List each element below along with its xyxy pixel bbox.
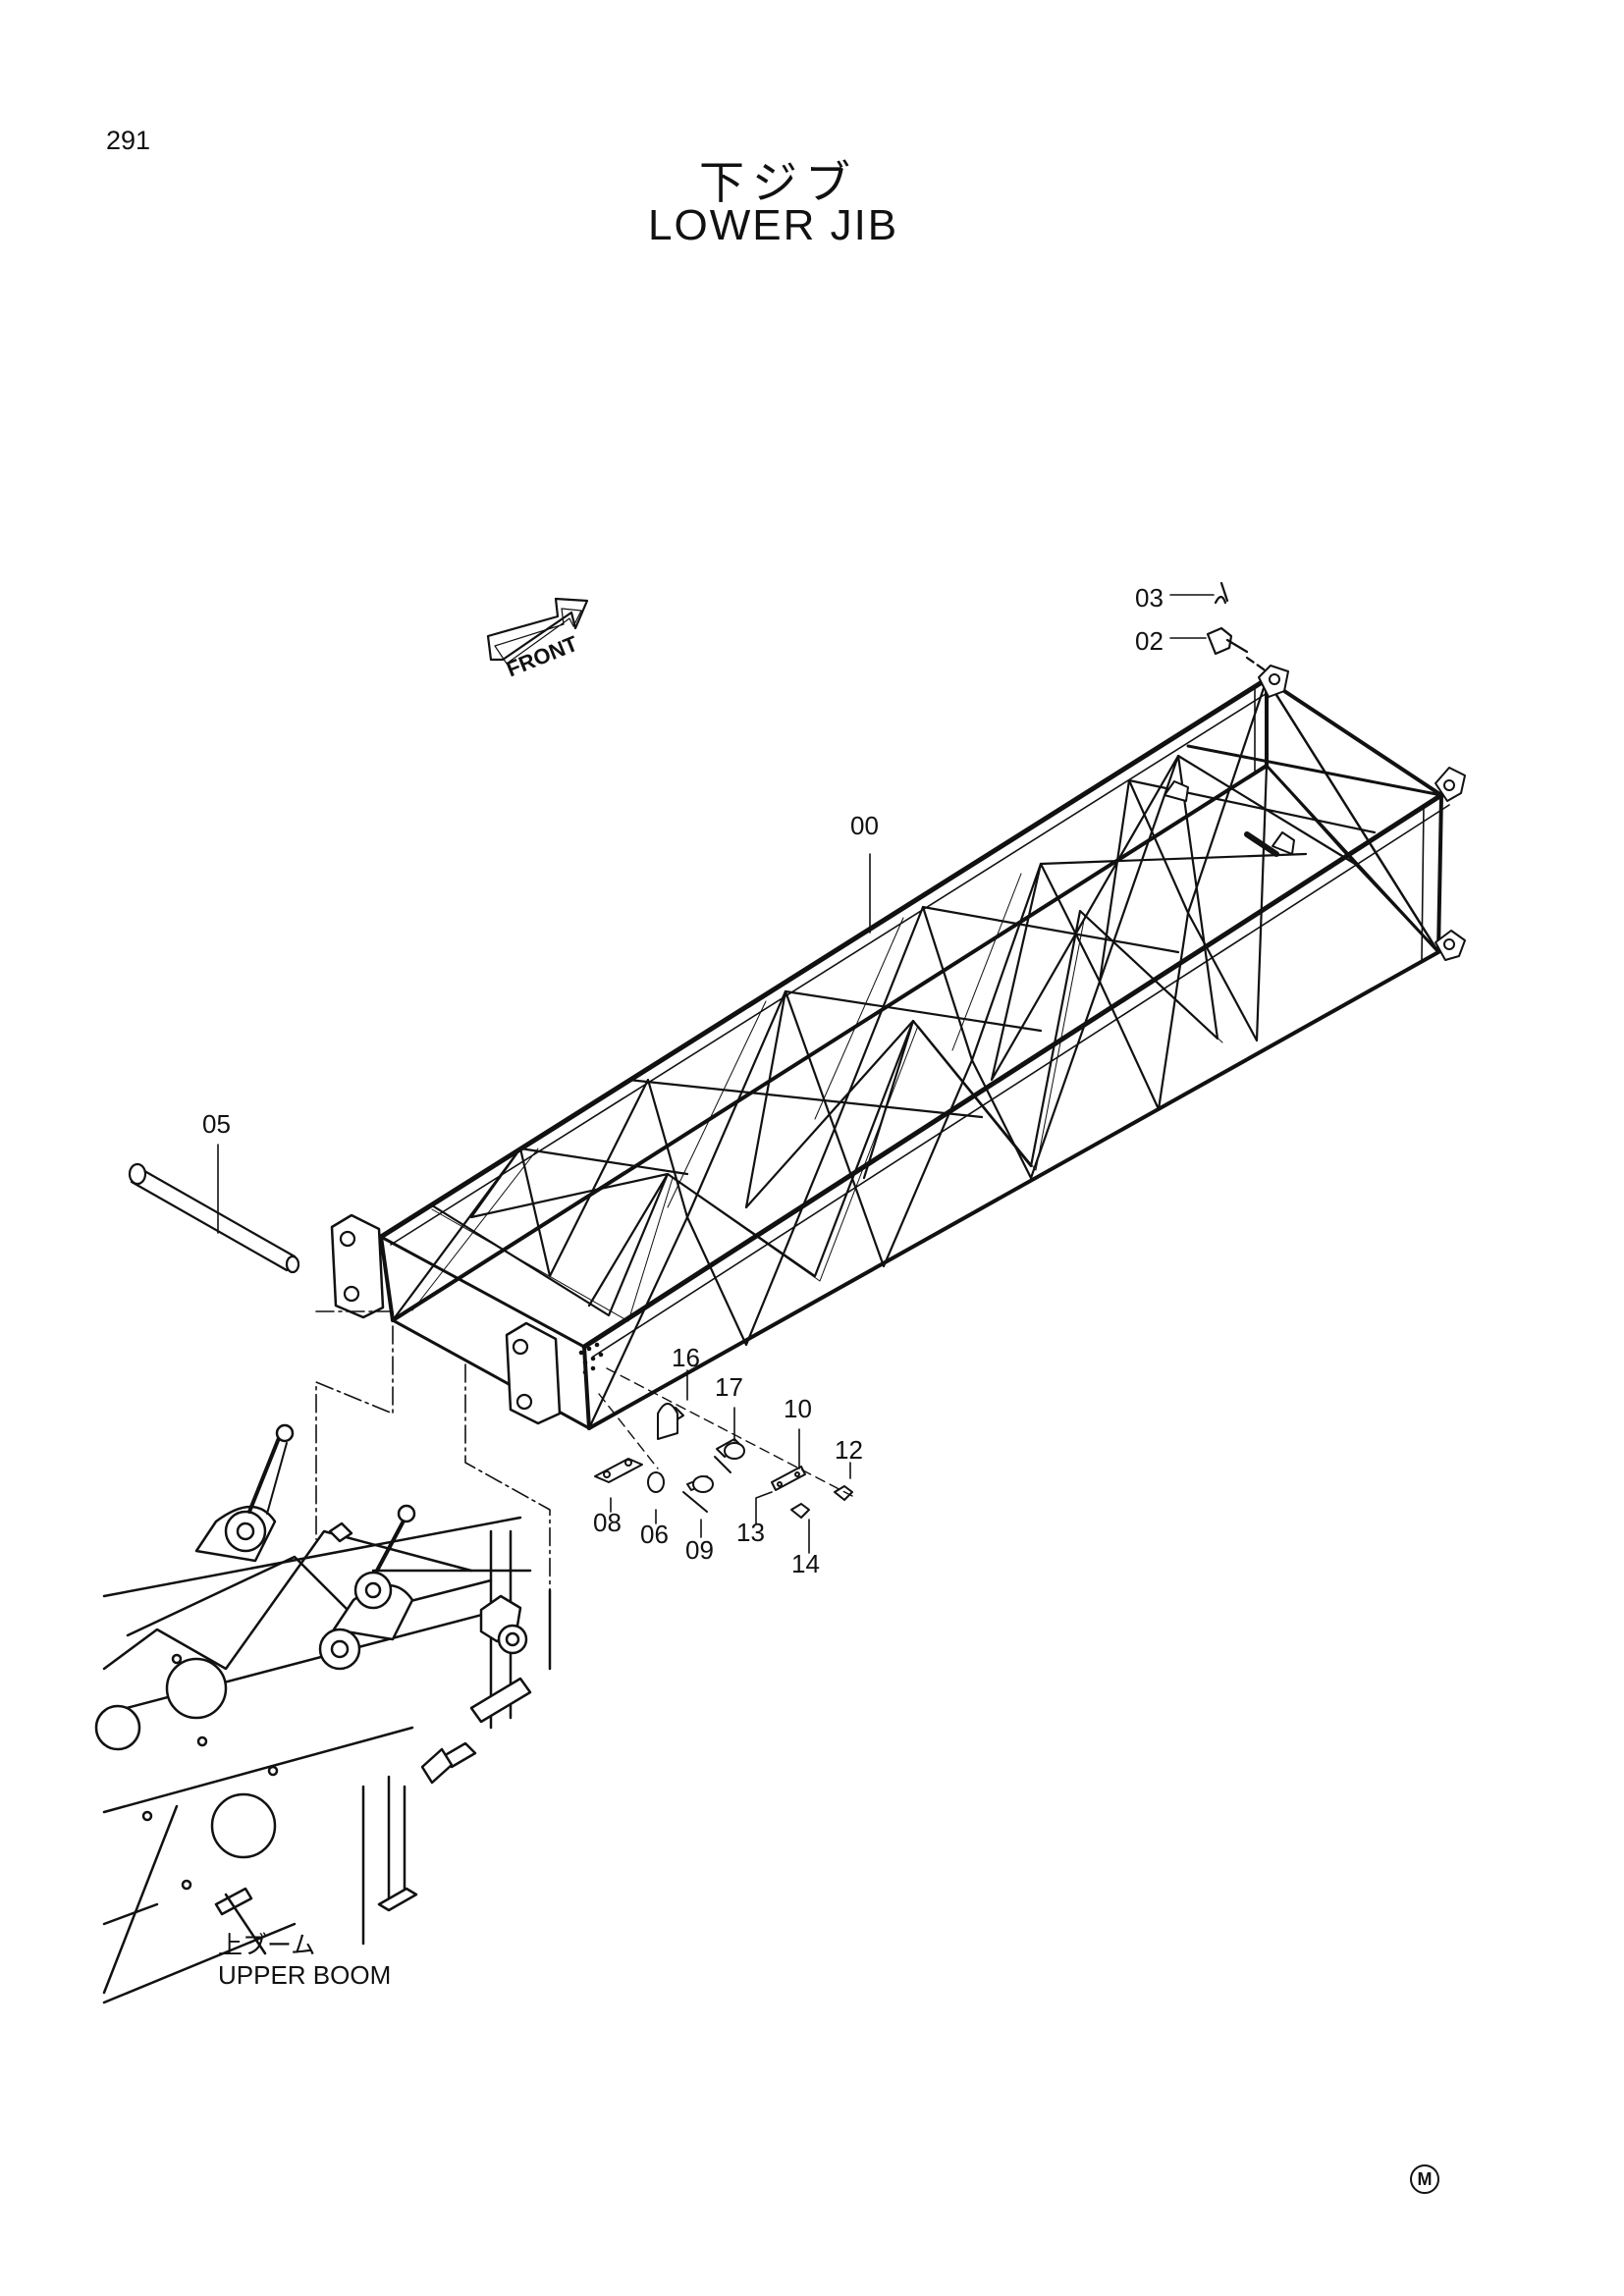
upper-boom-label-japanese: 上ブーム xyxy=(218,1931,316,1959)
callout-08: 08 xyxy=(593,1508,622,1537)
callout-17: 17 xyxy=(715,1372,743,1402)
foot-pin xyxy=(128,1162,300,1274)
leader-lines xyxy=(217,594,1215,1554)
upper-boom xyxy=(94,1423,552,2004)
callout-03: 03 xyxy=(1135,583,1164,613)
callout-06: 06 xyxy=(640,1520,669,1549)
upper-boom-label-english: UPPER BOOM xyxy=(218,1960,392,1990)
lattice-jib xyxy=(330,665,1466,1430)
callout-09: 09 xyxy=(685,1535,714,1565)
callout-00: 00 xyxy=(850,811,879,840)
head-pin xyxy=(1206,581,1269,673)
callout-14: 14 xyxy=(791,1549,820,1578)
callout-02: 02 xyxy=(1135,626,1164,656)
callout-10: 10 xyxy=(784,1394,812,1423)
page-number: 291 xyxy=(106,126,151,155)
title-japanese: 下ジブ xyxy=(699,156,858,209)
small-parts xyxy=(594,1367,853,1519)
callout-12: 12 xyxy=(835,1435,863,1465)
callout-13: 13 xyxy=(736,1518,765,1547)
callout-05: 05 xyxy=(202,1109,231,1139)
callout-16: 16 xyxy=(672,1343,700,1372)
connection-lines xyxy=(315,1310,551,1611)
m-mark-icon: M xyxy=(1410,2164,1439,2194)
title-english: LOWER JIB xyxy=(648,201,899,249)
front-arrow-icon: FRONT xyxy=(486,597,589,681)
